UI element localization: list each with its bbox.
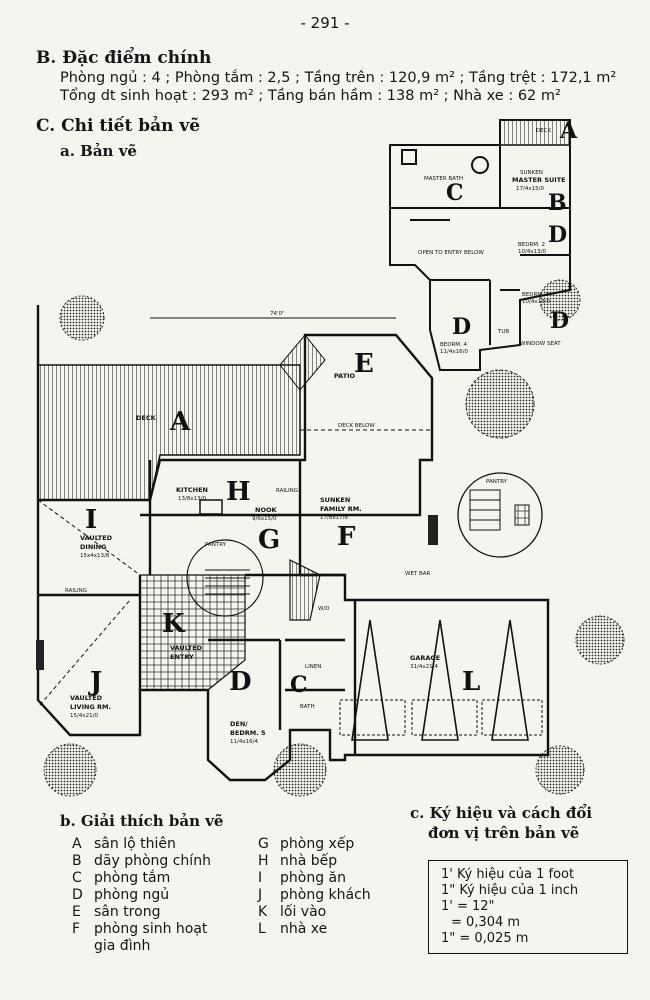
living-size: 15/4x21/0 bbox=[70, 713, 98, 719]
tub-label: TUB bbox=[497, 329, 509, 335]
garage-label: GARAGE bbox=[410, 654, 440, 662]
dining-size: 15x4x13/8 bbox=[80, 553, 110, 559]
den-label-1: DEN/ bbox=[230, 720, 248, 728]
unit-line: = 0,304 m bbox=[451, 915, 521, 930]
label-c-bath: C bbox=[290, 672, 308, 698]
den-label-2: BEDRM. 5 bbox=[230, 729, 266, 737]
deck-upper-label: DECK bbox=[536, 128, 552, 134]
label-a-upper: A bbox=[559, 118, 578, 144]
label-e: E bbox=[354, 349, 374, 379]
legend-subtitle: b. Giải thích bản vẽ bbox=[60, 812, 224, 830]
dining-label-1: VAULTED bbox=[80, 534, 113, 542]
patio-label: PATIO bbox=[334, 372, 356, 380]
railing-label-2: RAILING bbox=[65, 588, 87, 594]
wd-label: W/D bbox=[318, 606, 330, 612]
label-h: H bbox=[226, 477, 251, 507]
master-bath-label: MASTER BATH bbox=[424, 176, 463, 182]
bedrm3-size: 10/4x13/0 bbox=[522, 299, 550, 305]
label-j: J bbox=[88, 667, 102, 697]
label-g: G bbox=[258, 525, 280, 555]
bedrm3-label: BEDRM. 3 bbox=[522, 292, 550, 298]
wet-bar-label: WET BAR bbox=[405, 571, 431, 577]
label-c-upper: C bbox=[446, 180, 464, 206]
page-number: - 291 - bbox=[300, 14, 350, 32]
den-size: 11/4x16/4 bbox=[230, 739, 258, 745]
drawing-subtitle: a. Bản vẽ bbox=[60, 142, 137, 160]
railing-label: RAILING bbox=[276, 488, 298, 494]
bedrm4-size: 11/4x16/0 bbox=[440, 349, 468, 355]
living-label-1: VAULTED bbox=[70, 694, 103, 702]
bedrm2-label: BEDRM. 2 bbox=[518, 242, 545, 248]
kitchen-size: 13/8x13/0 bbox=[178, 496, 206, 502]
nook-size: 9/6x15/0 bbox=[252, 516, 277, 522]
label-d-3: D bbox=[550, 308, 569, 334]
open-to-entry-label: OPEN TO ENTRY BELOW bbox=[418, 250, 484, 256]
bath-label: BATH bbox=[300, 704, 315, 710]
garage-size: 31/4x21/4 bbox=[410, 664, 438, 670]
master-size: 17/4x15/0 bbox=[516, 186, 544, 192]
window-seat-label: WINDOW SEAT bbox=[520, 341, 561, 347]
unit-line: 1" = 0,025 m bbox=[441, 931, 529, 946]
label-l: L bbox=[462, 667, 480, 697]
dining-label-2: DINING bbox=[80, 543, 106, 551]
nook-label: NOOK bbox=[255, 506, 277, 514]
kitchen-label: KITCHEN bbox=[176, 486, 208, 494]
bedrm4-label: BEDRM. 4 bbox=[440, 342, 468, 348]
label-a: A bbox=[169, 407, 191, 437]
family-label-2: FAMILY RM. bbox=[320, 505, 362, 513]
label-i: I bbox=[85, 505, 97, 535]
master-suite-label-1: SUNKEN bbox=[520, 170, 543, 176]
spec-line-1: Phòng ngủ : 4 ; Phòng tắm : 2,5 ; Tầng t… bbox=[60, 70, 617, 86]
bedrm2-size: 10/4x13/0 bbox=[518, 249, 546, 255]
deck-below-label: DECK BELOW bbox=[338, 423, 375, 429]
label-d-den: D bbox=[229, 667, 252, 697]
pantry-label: PANTRY bbox=[205, 542, 227, 548]
unit-line: 1' Ký hiệu của 1 foot bbox=[441, 867, 575, 882]
label-k: K bbox=[162, 609, 186, 639]
spec-line-2: Tổng dt sinh hoạt : 293 m² ; Tầng bán hầ… bbox=[60, 88, 561, 104]
linen-label: LINEN bbox=[305, 664, 321, 670]
section-b-title: B. Đặc điểm chính bbox=[36, 48, 212, 68]
unit-line: 1' = 12" bbox=[441, 899, 495, 914]
units-box: 1' Ký hiệu của 1 foot 1" Ký hiệu của 1 i… bbox=[428, 860, 628, 954]
pantry-detail-label: PANTRY bbox=[486, 479, 508, 485]
living-label-2: LIVING RM. bbox=[70, 703, 111, 711]
tree-icon bbox=[43, 279, 625, 797]
deck-label: DECK bbox=[136, 414, 157, 422]
entry-label-1: VAULTED bbox=[170, 644, 203, 652]
legend-item: gia đình bbox=[94, 938, 151, 954]
label-b: B bbox=[548, 190, 567, 216]
label-f: F bbox=[337, 522, 356, 552]
section-c-title: C. Chi tiết bản vẽ bbox=[36, 116, 201, 136]
master-suite-label-2: MASTER SUITE bbox=[512, 176, 566, 184]
units-subtitle-2: đơn vị trên bản vẽ bbox=[428, 824, 580, 842]
label-d-4: D bbox=[452, 314, 471, 340]
dimension-label: 74'0" bbox=[270, 311, 285, 317]
family-label-1: SUNKEN bbox=[320, 496, 350, 504]
entry-label-2: ENTRY bbox=[170, 653, 194, 661]
family-size: 17/8x17/8 bbox=[320, 515, 348, 521]
label-d-2: D bbox=[548, 222, 567, 248]
units-subtitle-1: c. Ký hiệu và cách đổi bbox=[410, 804, 593, 822]
unit-line: 1" Ký hiệu của 1 inch bbox=[441, 883, 579, 898]
